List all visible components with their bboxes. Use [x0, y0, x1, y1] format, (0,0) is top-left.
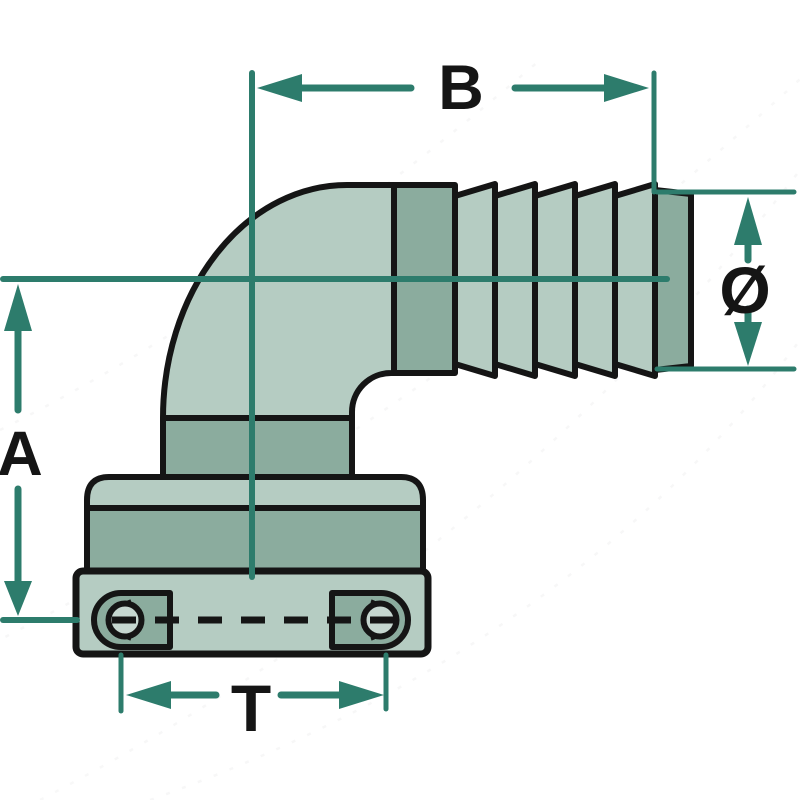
dimension-diameter: Ø — [654, 189, 797, 372]
elbow-body — [160, 182, 397, 421]
arrowhead-up — [734, 197, 762, 245]
dimension-label-diameter: Ø — [719, 253, 770, 327]
dimension-label-a: A — [0, 419, 43, 489]
arrowhead-right — [339, 681, 384, 709]
dimension-t: T — [118, 652, 389, 745]
arrowhead-right — [604, 74, 649, 102]
arrowhead-left — [257, 74, 302, 102]
dimension-b: B — [257, 53, 657, 195]
arrowhead-down — [4, 581, 32, 616]
fitting-body — [72, 181, 694, 658]
watermark-curve — [39, 169, 800, 800]
dimension-label-b: B — [438, 53, 484, 123]
dimension-a: A — [0, 284, 80, 623]
dimension-label-t: T — [231, 671, 271, 745]
arrowhead-left — [126, 681, 171, 709]
watermark-curve — [149, 339, 800, 800]
arrowhead-up — [4, 284, 32, 331]
vertical-collar-band — [160, 415, 355, 480]
arrowhead-down — [734, 322, 762, 366]
